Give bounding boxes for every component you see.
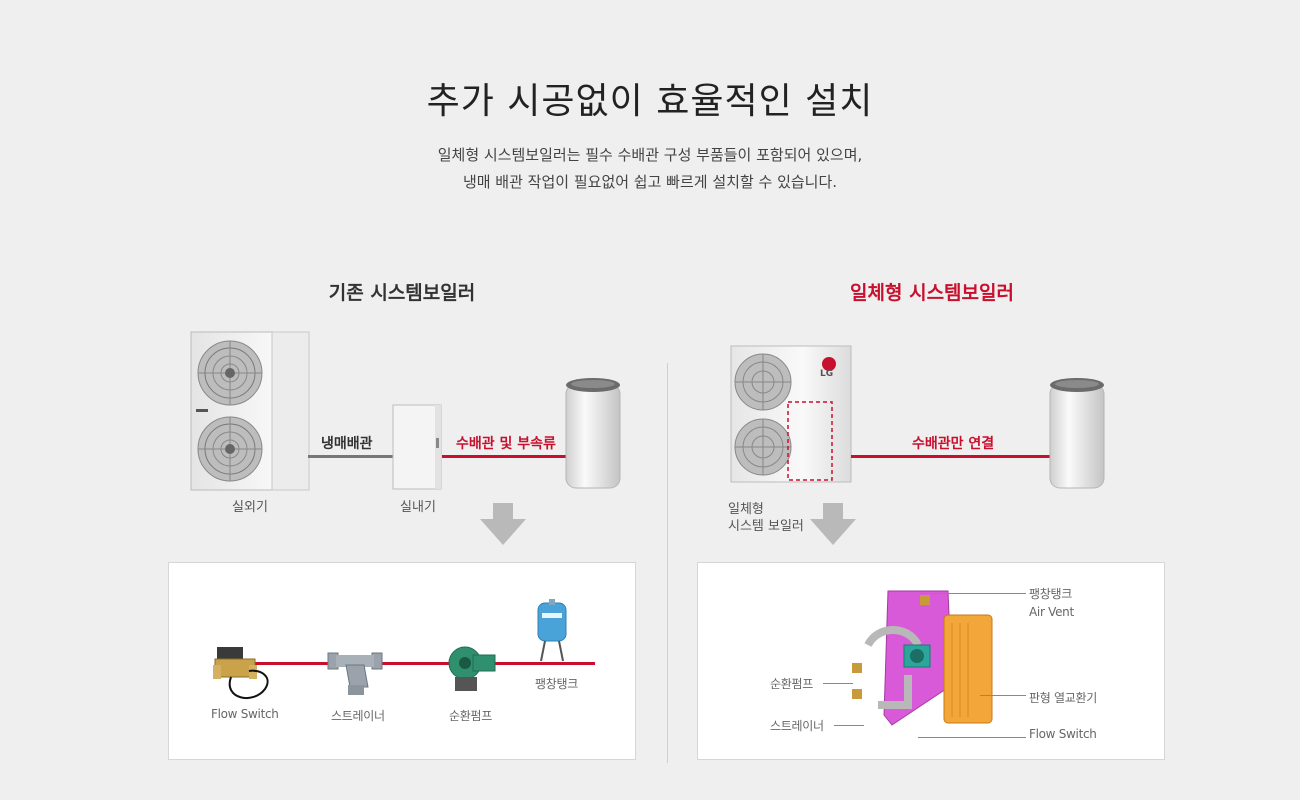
flow-switch-image (213, 629, 283, 709)
pump-label: 순환펌프 (449, 709, 492, 723)
heat-exchanger-label: 판형 열교환기 (1029, 691, 1097, 705)
column-divider (667, 363, 668, 763)
water-pipe (442, 455, 570, 458)
description-line-2: 냉매 배관 작업이 필요없어 쉽고 빠르게 설치할 수 있습니다. (462, 173, 838, 191)
tank-leader-line (930, 593, 1026, 594)
water-pipe-label: 수배관 및 부속류 (453, 433, 559, 453)
outdoor-unit-caption: 실외기 (232, 500, 268, 515)
circulation-pump-image (443, 639, 499, 695)
heat-exchanger-leader-line (980, 695, 1026, 696)
integrated-water-pipe (851, 455, 1053, 458)
refrigerant-pipe (308, 455, 394, 458)
integrated-unit-caption-line-2: 시스템 보일러 (728, 519, 804, 534)
down-arrow-icon (478, 503, 528, 547)
air-vent-label: Air Vent (1029, 605, 1074, 619)
integrated-water-tank-image (1049, 376, 1105, 496)
lg-logo: LG (820, 369, 834, 379)
integrated-pump-label: 순환펌프 (770, 677, 813, 691)
flow-switch-label: Flow Switch (211, 707, 279, 721)
refrigerant-pipe-label: 냉매배관 (318, 433, 376, 453)
integrated-system-title: 일체형 시스템보일러 (850, 282, 1014, 304)
integrated-unit-caption-line-1: 일체형 (728, 502, 764, 517)
integrated-tank-label: 팽창탱크 (1029, 587, 1072, 601)
down-arrow-icon (808, 503, 858, 547)
integrated-parts-panel: 팽창탱크 Air Vent 순환펌프 판형 열교환기 스트레이너 Flow Sw… (697, 562, 1165, 760)
water-tank-image (565, 376, 621, 496)
expansion-tank-label: 팽창탱크 (535, 677, 578, 691)
hydro-module-image (848, 585, 998, 735)
pump-leader-line (823, 683, 853, 684)
integrated-unit-caption: 일체형 시스템 보일러 (728, 501, 804, 535)
conventional-parts-panel: Flow Switch 스트레이너 순환펌프 팽창탱크 (168, 562, 636, 760)
conventional-system-title: 기존 시스템보일러 (328, 282, 476, 304)
strainer-leader-line (834, 725, 864, 726)
page-description: 일체형 시스템보일러는 필수 수배관 구성 부품들이 포함되어 있으며, 냉매 … (0, 142, 1300, 196)
flow-switch-leader-line (918, 737, 1026, 738)
indoor-unit-image (392, 404, 444, 490)
parts-pipe (217, 662, 595, 665)
integrated-unit-image (730, 345, 852, 483)
strainer-image (326, 643, 384, 697)
integrated-flow-switch-label: Flow Switch (1029, 727, 1097, 741)
strainer-label: 스트레이너 (331, 709, 385, 723)
expansion-tank-image (537, 599, 567, 663)
outdoor-unit-image (190, 331, 310, 491)
integrated-pipe-label: 수배관만 연결 (909, 433, 998, 453)
description-line-1: 일체형 시스템보일러는 필수 수배관 구성 부품들이 포함되어 있으며, (437, 146, 863, 164)
integrated-strainer-label: 스트레이너 (770, 719, 824, 733)
page-title: 추가 시공없이 효율적인 설치 (426, 81, 874, 122)
indoor-unit-caption: 실내기 (400, 500, 436, 515)
